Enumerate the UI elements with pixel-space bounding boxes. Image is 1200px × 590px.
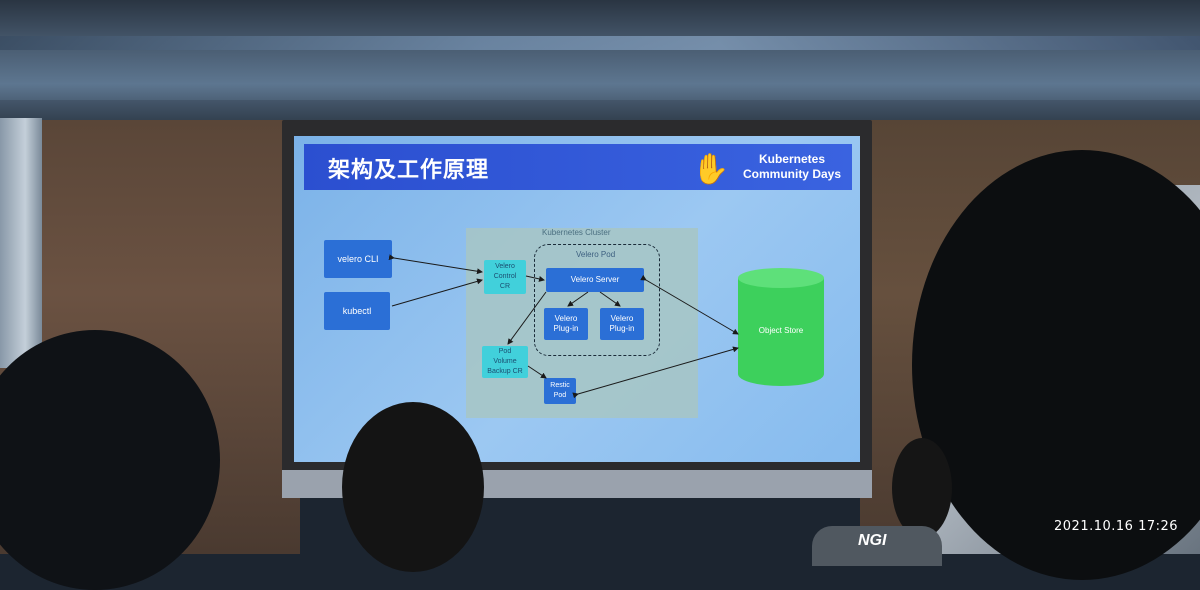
object-store-label: Object Store [758,326,804,335]
arrow-kubectl-cr [391,278,483,307]
ceiling-light-strip [0,36,1200,50]
kubectl-node: kubectl [324,292,390,330]
raised-hands-icon: ✋ [692,153,730,186]
audience-head-left [0,330,220,590]
audience-head-right [912,150,1200,580]
velero-plugin-node-2: Velero Plug-in [600,308,644,340]
photo-timestamp: 2021.10.16 17:26 [1054,519,1179,534]
audience-head-right-small [892,438,952,538]
velero-control-cr-node: Velero Control CR [484,260,526,294]
arrow-server-plugin2 [599,291,621,307]
slide-title-bar: 架构及工作原理 ✋ Kubernetes Community Days [304,144,852,190]
arrow-cr-server [525,275,545,282]
arrow-cli-cr [388,254,483,275]
kcd-logo-line2: Community Days [742,167,842,181]
object-store-cylinder: Object Store [738,268,824,396]
arrow-restic-store [572,346,739,399]
velero-cli-node: velero CLI [324,240,392,278]
arrow-server-plugin1 [567,291,589,307]
diagram-arrows [388,254,739,399]
kcd-logo-text: Kubernetes Community Days [732,152,852,182]
velero-server-node: Velero Server [546,268,644,292]
slide-title: 架构及工作原理 [328,157,490,182]
velero-pod-label: Velero Pod [576,250,616,259]
audience-shirt: NGI [812,526,942,566]
arrow-server-store [640,274,739,335]
pillar-left [0,118,42,368]
kcd-logo-line1: Kubernetes [758,152,826,166]
velero-plugin-node-1: Velero Plug-in [544,308,588,340]
arrow-podvolume-restic [527,365,547,379]
audience-head-center [342,402,484,572]
object-store-body [738,278,824,386]
object-store-top [738,268,824,288]
pod-volume-backup-cr-node: Pod Volume Backup CR [482,346,528,378]
shirt-text: NGI [858,532,887,549]
kubernetes-cluster-label: Kubernetes Cluster [542,228,611,237]
arrow-server-podvolume [507,291,547,345]
restic-pod-node: Restic Pod [544,378,576,404]
